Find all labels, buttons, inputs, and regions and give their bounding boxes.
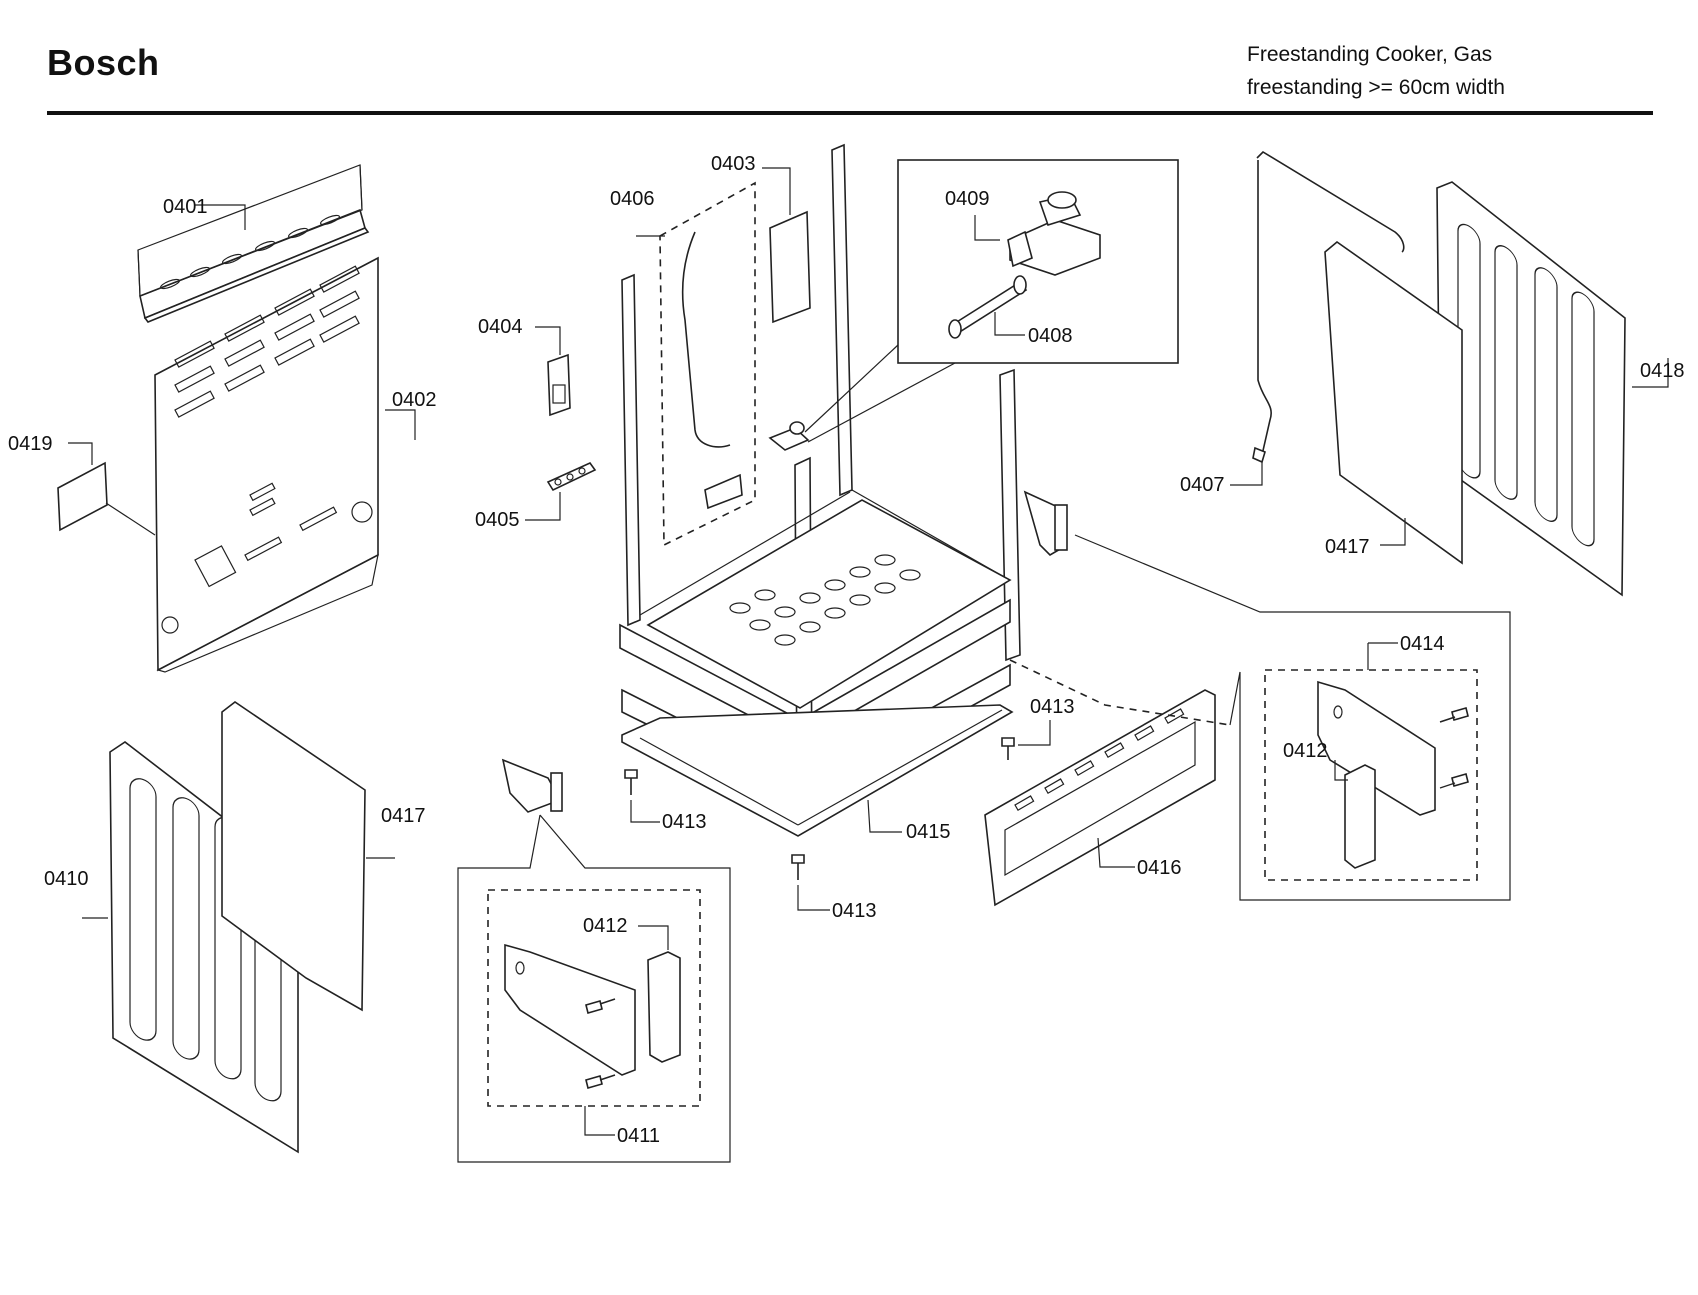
part-valve-on-frame	[768, 421, 810, 451]
part-foot-screw-front	[624, 769, 638, 795]
inset-hinge-left	[487, 889, 701, 1107]
part-side-panel-right	[1436, 181, 1626, 597]
callout-0412-left: 0412	[583, 915, 628, 937]
part-foot-screw-bottom	[791, 854, 805, 880]
callout-0404: 0404	[478, 316, 523, 338]
part-access-cover-plate	[57, 461, 108, 532]
part-cabinet-frame	[619, 143, 1021, 802]
callout-0413-b: 0413	[832, 900, 877, 922]
callout-0414: 0414	[1400, 633, 1445, 655]
part-side-insulation-right	[1324, 240, 1463, 565]
callout-0408: 0408	[1028, 325, 1073, 347]
callout-0419: 0419	[8, 433, 53, 455]
part-hinge-bracket-right	[1023, 490, 1068, 557]
header-rule	[47, 111, 1653, 115]
part-thermocouple	[659, 181, 756, 547]
callout-0407: 0407	[1180, 474, 1225, 496]
inset-gas-valve	[897, 159, 1179, 364]
part-connector-strip	[546, 462, 597, 492]
callout-0412-right: 0412	[1283, 740, 1328, 762]
callout-0405: 0405	[475, 509, 520, 531]
callout-0418: 0418	[1640, 360, 1685, 382]
inset-hinge-right	[1264, 669, 1478, 881]
brand-title: Bosch	[47, 42, 160, 83]
callout-0415: 0415	[906, 821, 951, 843]
callout-0401: 0401	[163, 196, 208, 218]
callout-0402: 0402	[392, 389, 437, 411]
callout-0410: 0410	[44, 868, 89, 890]
callout-0417-right: 0417	[1325, 536, 1370, 558]
part-side-insulation-left	[221, 701, 366, 1012]
callout-0403: 0403	[711, 153, 756, 175]
callout-0409: 0409	[945, 188, 990, 210]
part-top-trim-strip	[137, 164, 370, 323]
callout-0413-a: 0413	[662, 811, 707, 833]
model-description-line-2: freestanding >= 60cm width	[1247, 76, 1505, 99]
callout-0413-c: 0413	[1030, 696, 1075, 718]
callout-0417-left: 0417	[381, 805, 426, 827]
callout-0411: 0411	[617, 1125, 660, 1147]
part-switch-module	[547, 353, 571, 417]
part-plinth-base	[621, 704, 1014, 837]
part-hinge-bracket-left	[501, 758, 563, 813]
part-foot-screw-side	[1001, 737, 1015, 760]
callout-0416: 0416	[1137, 857, 1182, 879]
part-drawer-front-frame	[984, 689, 1216, 907]
model-description-line-1: Freestanding Cooker, Gas	[1247, 43, 1493, 66]
part-control-board	[769, 210, 811, 324]
part-back-panel	[154, 256, 379, 673]
callout-0406: 0406	[610, 188, 655, 210]
